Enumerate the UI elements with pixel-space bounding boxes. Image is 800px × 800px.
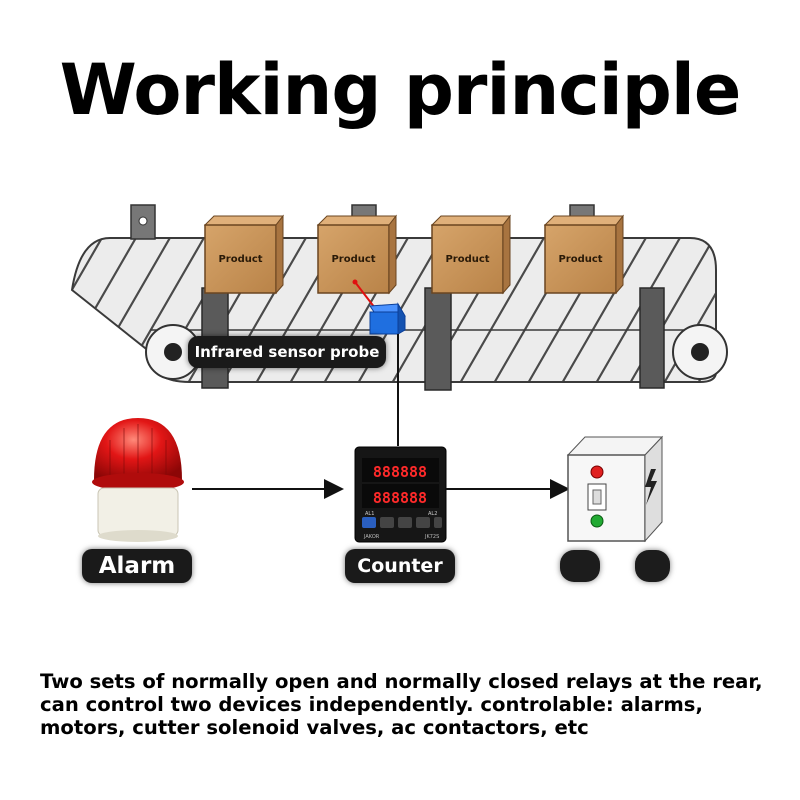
counter-device-icon: 888888 888888 AL1 AL2 JAKOR JK72S [355, 447, 446, 542]
caption-line: motors, cutter solenoid valves, ac conta… [40, 716, 780, 739]
alarm-label: Alarm [82, 549, 192, 583]
counter-brand: JAKOR [363, 534, 380, 540]
product-box: Product [545, 216, 623, 293]
caption-line: can control two devices independently. c… [40, 693, 780, 716]
product-label: Product [445, 254, 489, 265]
redacted-label-left [560, 550, 600, 582]
counter-label: Counter [345, 549, 455, 583]
alarm-light-icon [92, 418, 184, 542]
product-label: Product [218, 254, 262, 265]
product-label: Product [558, 254, 602, 265]
counter-model: JK72S [424, 534, 439, 540]
counter-top-digits: 888888 [373, 463, 427, 481]
counter-bottom-digits: 888888 [373, 489, 427, 507]
product-box: Product [432, 216, 510, 293]
sensor-label: Infrared sensor probe [188, 336, 386, 368]
counter-al2-label: AL2 [428, 511, 437, 517]
conveyor-belt [72, 205, 727, 390]
product-box: Product [205, 216, 283, 293]
caption: Two sets of normally open and normally c… [40, 670, 780, 739]
control-box-icon [568, 437, 662, 541]
counter-al1-label: AL1 [365, 511, 374, 517]
caption-line: Two sets of normally open and normally c… [40, 670, 780, 693]
right-roller-icon [673, 325, 727, 379]
product-label: Product [331, 254, 375, 265]
redacted-label-right [635, 550, 670, 582]
